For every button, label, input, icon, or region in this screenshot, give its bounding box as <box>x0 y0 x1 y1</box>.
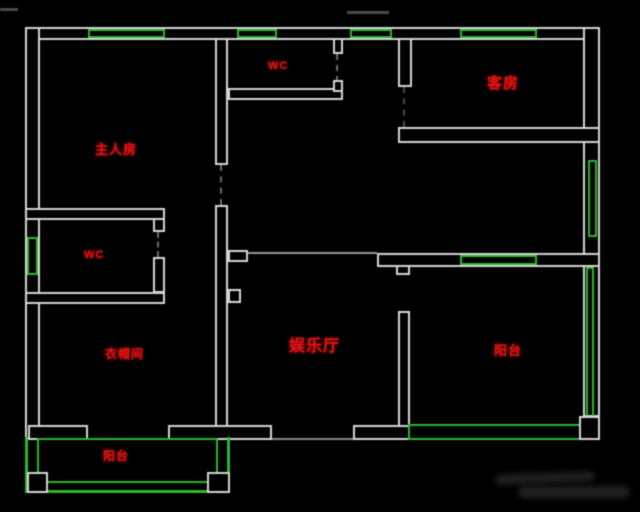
wall-wc-top-jamb-lower <box>333 80 343 92</box>
window-top-4-icon <box>460 29 537 38</box>
window-top-1-icon <box>88 29 165 38</box>
wall-center-lower <box>215 205 228 440</box>
wall-center-upper <box>215 38 228 165</box>
wall-hall-bottom <box>353 425 410 440</box>
artifact-top-left <box>0 8 18 11</box>
wall-balcony-left-top-b <box>168 425 272 440</box>
room-label-wc-top: WC <box>268 60 289 72</box>
room-label-wc-left: WC <box>84 249 105 261</box>
balcony-left-rail-outer-bottom <box>25 490 230 493</box>
room-label-cloakroom: 衣帽间 <box>105 347 145 361</box>
window-left-icon <box>27 237 38 275</box>
wall-wc-left-jamb-upper <box>153 218 165 232</box>
door-jamb-stub-upper <box>228 250 248 262</box>
threshold-line-hall <box>272 438 353 440</box>
wall-balcony-right-left <box>398 311 410 440</box>
room-label-master-bedroom: 主人房 <box>95 142 138 157</box>
door-jamb-balcony-right <box>396 265 410 275</box>
window-hall-icon <box>460 255 537 265</box>
window-right-icon <box>588 160 597 237</box>
balcony-left-rail-inner <box>37 438 218 483</box>
room-label-balcony-right: 阳台 <box>494 343 523 358</box>
balcony-left-rail-outer-left <box>25 437 28 493</box>
wall-wc-left-bottom <box>25 292 165 304</box>
room-label-guest-room: 客房 <box>487 75 520 92</box>
room-label-entertainment-hall: 娱乐厅 <box>289 338 341 355</box>
corner-post-balcony-right <box>579 416 600 440</box>
window-top-3-icon <box>350 29 392 38</box>
door-line-center-wall <box>220 165 222 205</box>
wall-wc-top-jamb-upper <box>333 38 343 54</box>
wall-wc-top-bottom <box>228 88 343 100</box>
door-line-wc-left <box>157 232 159 257</box>
wall-left-exterior <box>25 27 40 440</box>
window-top-2-icon <box>237 29 277 38</box>
artifact-top-center <box>347 11 389 14</box>
door-line-wc-top <box>336 54 338 82</box>
wall-master-bottom <box>25 208 165 220</box>
ceiling-line-hall <box>248 252 377 254</box>
wall-guest-left <box>398 38 412 87</box>
wall-hall-right <box>377 253 600 267</box>
balcony-left-rail-outer-right <box>227 437 230 493</box>
door-jamb-stub-lower <box>228 289 241 303</box>
door-line-guest <box>403 87 405 127</box>
balcony-right-rail-bottom <box>408 424 598 440</box>
room-label-balcony-left: 阳台 <box>103 449 130 463</box>
wall-guest-bottom <box>398 127 600 143</box>
watermark-smudge-1 <box>494 471 596 485</box>
corner-post-balcony-left-2 <box>207 472 230 493</box>
wall-wc-left-jamb-lower <box>153 257 165 293</box>
balcony-right-rail-side <box>586 267 594 424</box>
watermark-smudge-2 <box>518 486 630 498</box>
corner-post-balcony-left-1 <box>27 472 48 493</box>
